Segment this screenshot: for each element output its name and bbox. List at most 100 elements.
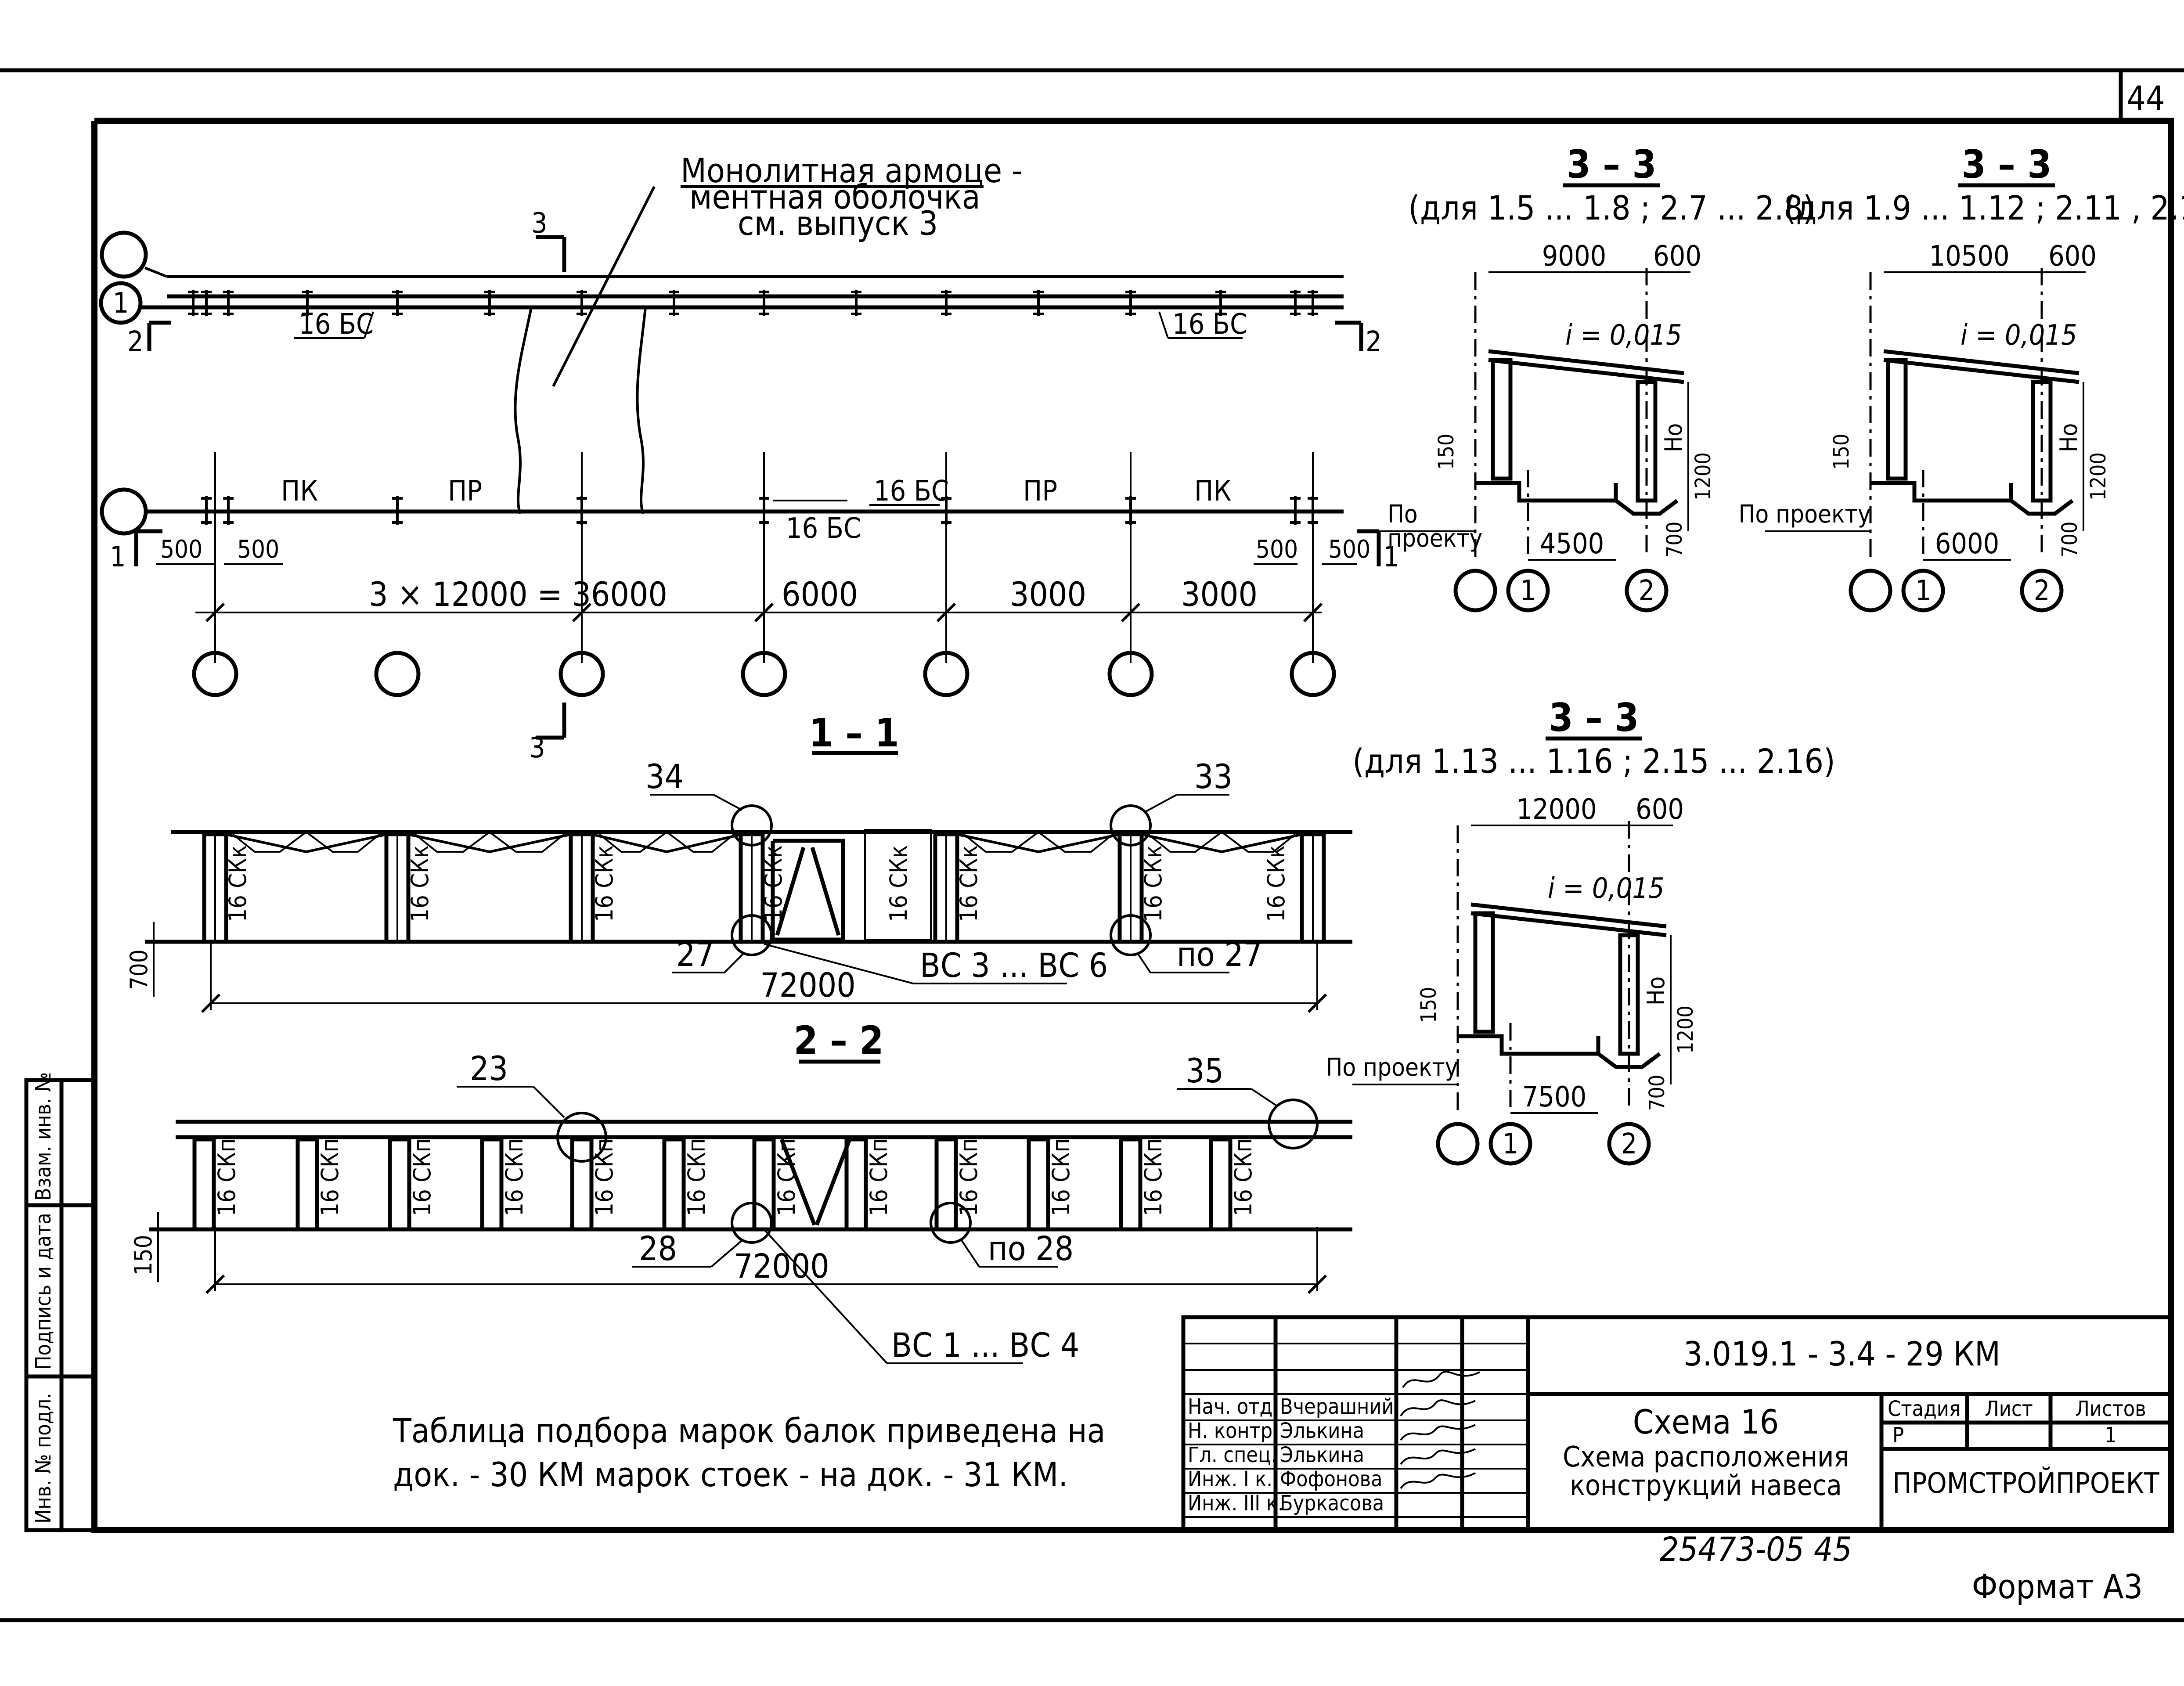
svg-text:1: 1 bbox=[1383, 541, 1399, 573]
callout-35: 35 bbox=[1186, 1051, 1224, 1090]
dim-500-2: 500 bbox=[237, 535, 279, 564]
section-2-2-column-label: 16 СКп bbox=[1229, 1138, 1257, 1216]
section-3-3-height: Hо bbox=[1660, 423, 1687, 452]
note-line-2: док. - 30 КМ марок стоек - на док. - 31 … bbox=[393, 1455, 1068, 1494]
sheet-frame: 44 bbox=[0, 68, 2184, 1622]
svg-text:2: 2 bbox=[1366, 326, 1382, 358]
section-3-3-axis: 2 bbox=[2034, 575, 2050, 607]
callout-23: 23 bbox=[470, 1049, 508, 1088]
callout-33: 33 bbox=[1194, 757, 1233, 796]
section-3-3-offset: 4500 bbox=[1540, 528, 1604, 560]
section-3-3-dim: 150 bbox=[1416, 987, 1441, 1023]
bottom-note: Таблица подбора марок балок приведена на… bbox=[393, 1411, 1105, 1494]
section-3-3-title: 3 – 3 bbox=[1567, 142, 1657, 187]
section-3-3-subtitle: (для 1.13 ... 1.16 ; 2.15 ... 2.16) bbox=[1352, 742, 1835, 781]
section-3-3-span: 9000 bbox=[1542, 240, 1607, 273]
section-3-3-axis: 2 bbox=[1621, 1128, 1637, 1160]
plan-note-line3: см. выпуск 3 bbox=[738, 204, 938, 243]
section-3-3-title: 3 – 3 bbox=[1962, 142, 2052, 187]
section-1-1-title: 1 – 1 bbox=[809, 710, 899, 756]
section-3-3-dim: 700 bbox=[2058, 522, 2082, 558]
axis-bubble-5 bbox=[923, 651, 969, 697]
section-3-3-subtitle: (для 1.9 ... 1.12 ; 2.11 , 2.12) bbox=[1784, 188, 2184, 227]
description-line-1: Схема расположения bbox=[1563, 1441, 1849, 1473]
section-2-2-column-label: 16 СКп bbox=[591, 1138, 618, 1216]
section-3-3-span: 12000 bbox=[1516, 793, 1597, 826]
title-role: Н. контр. bbox=[1188, 1419, 1279, 1443]
hdr-stage: Стадия bbox=[1888, 1397, 1961, 1421]
svg-text:1: 1 bbox=[113, 287, 129, 320]
dim-3000-1: 3000 bbox=[1010, 575, 1086, 614]
stamp-replace-label: Взам. инв. № bbox=[31, 1072, 56, 1201]
signature-4 bbox=[1400, 1448, 1476, 1465]
note-line-1: Таблица подбора марок балок приведена на bbox=[393, 1411, 1105, 1450]
section-3-3-offset: 6000 bbox=[1935, 528, 2000, 560]
section-3-3-offset: 7500 bbox=[1522, 1081, 1587, 1113]
callout-po-27: по 27 bbox=[1177, 935, 1262, 974]
val-sheets: 1 bbox=[2105, 1423, 2116, 1448]
axis-bubble-top bbox=[100, 231, 148, 279]
section-3-3-dim: 150 bbox=[1829, 434, 1854, 470]
section-3-3-slope: i = 0,015 bbox=[1548, 872, 1665, 905]
side-stamp: Инв. № подл. Подпись и дата Взам. инв. № bbox=[24, 1072, 97, 1532]
title-person: Буркасова bbox=[1280, 1491, 1384, 1516]
section-2-2-column-label: 16 СКп bbox=[683, 1138, 710, 1216]
title-person: Элькина bbox=[1280, 1443, 1364, 1467]
section-3-3-2: 3 – 3(для 1.9 ... 1.12 ; 2.11 , 2.12) 105… bbox=[1738, 142, 2184, 612]
plan-note-line1: Монолитная армоце - bbox=[681, 151, 1022, 190]
axis-bubble-1 bbox=[192, 651, 238, 697]
doc-code: 3.019.1 - 3.4 - 29 КМ bbox=[1683, 1334, 2000, 1373]
callout-27: 27 bbox=[676, 935, 714, 974]
title-person: Вчерашний bbox=[1280, 1394, 1394, 1419]
section-2-2-column-label: 16 СКп bbox=[1139, 1138, 1167, 1216]
section-3-3-dim: 150 bbox=[1434, 434, 1459, 470]
hdr-sheet: Лист bbox=[1985, 1397, 2033, 1421]
title-role: Инж. I к. bbox=[1188, 1467, 1272, 1491]
axis-bubble-lower bbox=[100, 487, 148, 536]
plan-span-pr-2: ПР bbox=[1023, 475, 1057, 508]
signature-3 bbox=[1400, 1424, 1476, 1441]
sections-3-3: 3 – 3(для 1.5 ... 1.8 ; 2.7 ... 2.8)9000… bbox=[1326, 142, 2184, 1166]
svg-text:1: 1 bbox=[110, 541, 126, 573]
section-3-3-title: 3 – 3 bbox=[1549, 695, 1639, 740]
section-2-2-dim: 72000 bbox=[734, 1246, 829, 1286]
section-3-3-axis: 1 bbox=[1520, 575, 1536, 607]
plan-beam-left: 16 БС bbox=[299, 308, 374, 341]
plan-span-pr-1: ПР bbox=[448, 475, 482, 508]
section-2-2-dim-150: 150 bbox=[130, 1235, 157, 1275]
axis-bubble-2 bbox=[374, 651, 421, 697]
stamp-inv-label: Инв. № подл. bbox=[31, 1393, 56, 1524]
section-3-3-axis: 1 bbox=[1915, 575, 1932, 607]
section-1-1-column-label: 16 СКк bbox=[406, 845, 434, 922]
section-3-3-1: 3 – 3(для 1.5 ... 1.8 ; 2.7 ... 2.8) 9000… bbox=[1370, 142, 1815, 612]
section-1-1-column-label: 16 СКк bbox=[885, 845, 912, 922]
callout-34: 34 bbox=[645, 757, 684, 796]
section-1-1-column-label: 16 СКк bbox=[955, 845, 983, 922]
section-2-2-column-label: 16 СКп bbox=[955, 1138, 983, 1216]
hdr-sheets: Листов bbox=[2075, 1397, 2146, 1421]
section-3-3-dim: 700 bbox=[1662, 522, 1687, 558]
section-3-3-3: 3 – 3(для 1.13 ... 1.16 ; 2.15 ... 2.16)… bbox=[1326, 695, 1835, 1166]
section-3-3-span: 10500 bbox=[1929, 240, 2009, 273]
section-3-3-dim: 1200 bbox=[1673, 1005, 1698, 1054]
section-1-1-dim: 72000 bbox=[760, 965, 855, 1005]
section-2-2-column-label: 16 СКп bbox=[213, 1138, 241, 1216]
sheet-number: 44 bbox=[2127, 79, 2165, 118]
plan-beam-mid: 16 БС bbox=[874, 475, 949, 508]
section-3-3-subtitle: (для 1.5 ... 1.8 ; 2.7 ... 2.8) bbox=[1408, 188, 1815, 227]
section-1-1-dim-700: 700 bbox=[125, 949, 153, 990]
section-1-1-column-label: 16 СКк bbox=[224, 845, 252, 922]
section-2-2-column-label: 16 СКп bbox=[865, 1138, 893, 1216]
dim-500-1: 500 bbox=[160, 535, 202, 564]
section-3-3-dim: 700 bbox=[1645, 1075, 1669, 1111]
signature-5 bbox=[1400, 1472, 1476, 1489]
section-2-2-column-label: 16 СКп bbox=[316, 1138, 344, 1216]
title-role: Инж. III к. bbox=[1188, 1491, 1284, 1516]
title-person: Фофонова bbox=[1280, 1467, 1382, 1491]
scheme-label: Схема 16 bbox=[1633, 1402, 1779, 1441]
section-3-3-slope: i = 0,015 bbox=[1961, 319, 2077, 352]
